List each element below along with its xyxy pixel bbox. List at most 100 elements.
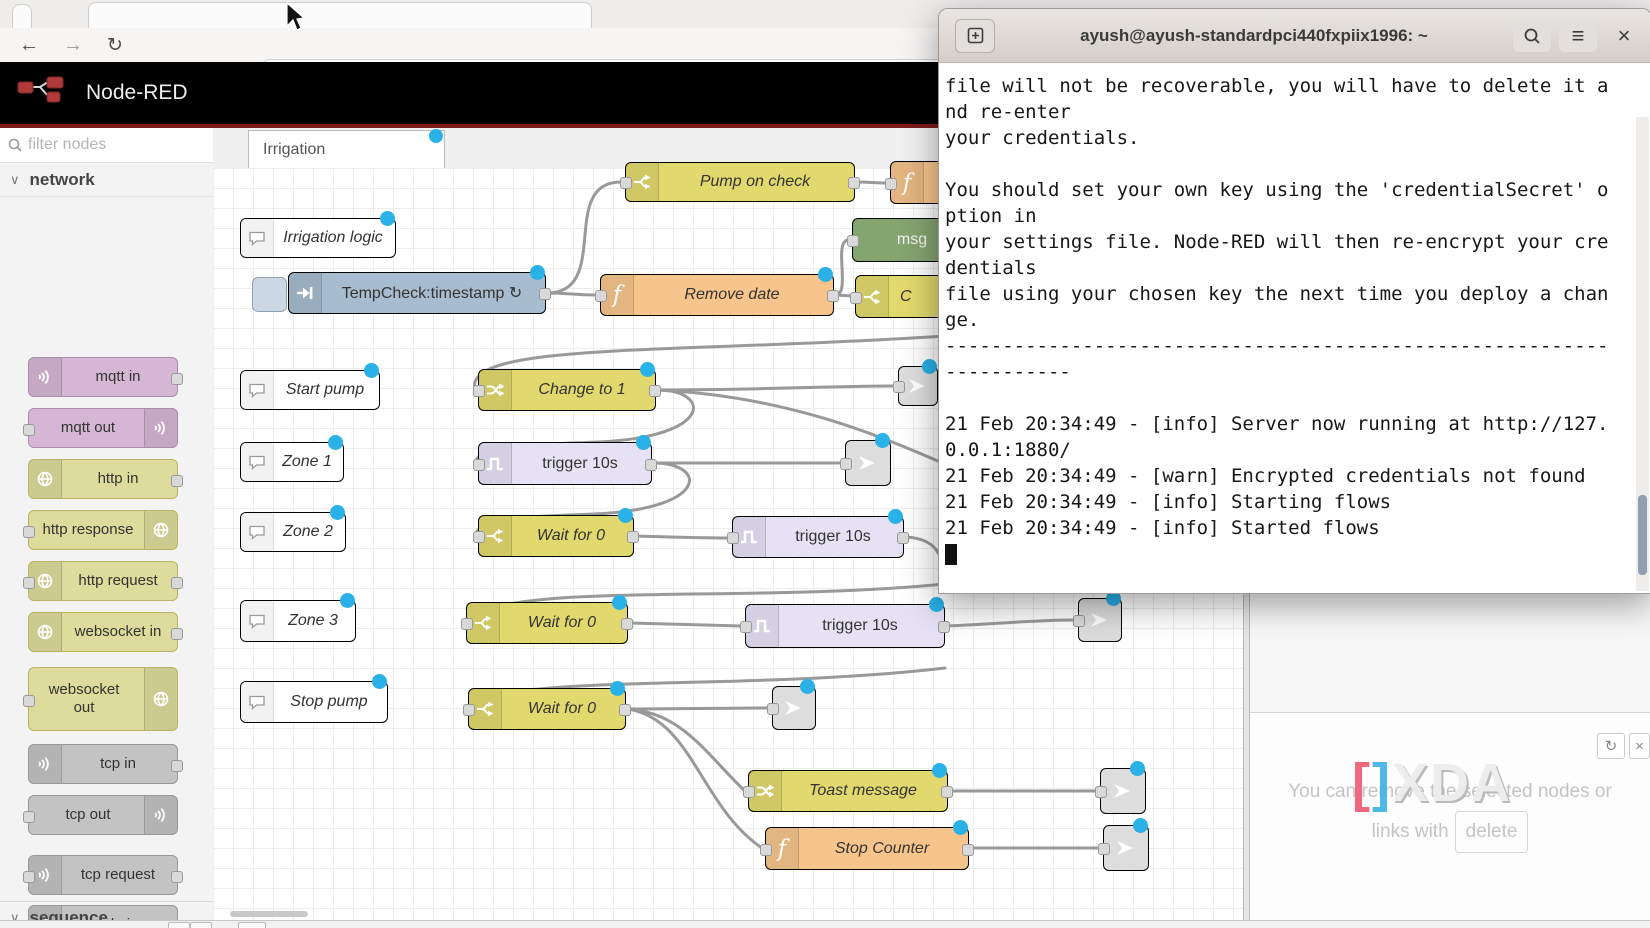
flow-node-wait-for-0-b[interactable]: Wait for 0: [461, 595, 633, 644]
palette-node-websocket-in[interactable]: websocket in: [28, 612, 183, 652]
input-port[interactable]: [463, 704, 475, 716]
input-port[interactable]: [620, 177, 632, 189]
right-port[interactable]: [171, 760, 183, 772]
terminal-body[interactable]: file will not be recoverable, you will h…: [939, 63, 1650, 593]
flow-node-change-to-1[interactable]: Change to 1: [473, 362, 661, 411]
terminal-window[interactable]: ayush@ayush-standardpci440fxpiix1996: ~ …: [938, 8, 1650, 594]
palette-node-http-in[interactable]: http in: [28, 459, 183, 499]
output-port[interactable]: [827, 290, 839, 302]
tab-irrigation[interactable]: Irrigation: [248, 129, 445, 169]
refresh-button[interactable]: ↻: [1597, 733, 1625, 759]
flow-node-toast-message[interactable]: Toast message: [743, 763, 953, 812]
flow-node-stop-pump[interactable]: Stop pump: [240, 674, 388, 723]
output-port[interactable]: [938, 621, 950, 633]
flow-node-wait-for-0-c[interactable]: Wait for 0: [463, 681, 631, 730]
inject-button[interactable]: [252, 277, 287, 312]
category-network[interactable]: ∨ network: [0, 163, 213, 197]
input-port[interactable]: [767, 703, 779, 715]
output-port[interactable]: [621, 618, 633, 630]
close-panel-button[interactable]: ×: [1629, 733, 1650, 759]
left-port[interactable]: [23, 811, 35, 823]
palette-node-mqtt-in[interactable]: mqtt in: [28, 357, 183, 397]
back-button[interactable]: ←: [19, 33, 39, 56]
flow-node-zone-1[interactable]: Zone 1: [240, 435, 344, 482]
flow-node-trigger-10s-3[interactable]: trigger 10s: [740, 597, 950, 648]
output-port[interactable]: [645, 458, 657, 471]
footer-button[interactable]: [168, 922, 190, 928]
input-port[interactable]: [840, 458, 852, 470]
flow-node-tempcheck-inject[interactable]: TempCheck:timestamp ↻: [252, 265, 551, 314]
output-port[interactable]: [848, 177, 860, 189]
flow-node-link-b[interactable]: [840, 433, 891, 486]
input-port[interactable]: [595, 290, 607, 302]
reload-button[interactable]: ↻: [107, 34, 123, 56]
horizontal-scrollbar[interactable]: [230, 911, 308, 917]
terminal-scrollbar[interactable]: [1636, 117, 1649, 591]
flow-node-link-e[interactable]: [1095, 761, 1146, 814]
palette-node-tcp-request[interactable]: tcp request: [23, 855, 183, 895]
palette-node-tcp-out[interactable]: tcp out: [23, 795, 178, 835]
input-port[interactable]: [473, 531, 485, 543]
output-port[interactable]: [962, 843, 974, 856]
terminal-menu-button[interactable]: ≡: [1559, 19, 1597, 52]
input-port[interactable]: [727, 532, 739, 544]
forward-button[interactable]: →: [63, 33, 83, 56]
right-port[interactable]: [171, 871, 183, 883]
left-port[interactable]: [23, 577, 35, 589]
flow-node-pump-on-check[interactable]: Pump on check: [620, 162, 860, 202]
right-port[interactable]: [171, 475, 183, 487]
output-port[interactable]: [627, 531, 639, 543]
input-port[interactable]: [760, 843, 772, 856]
palette-node-tcp-in[interactable]: tcp in: [28, 744, 183, 784]
left-port[interactable]: [23, 424, 35, 436]
input-port[interactable]: [1073, 615, 1085, 627]
palette-node-http-request[interactable]: http request: [23, 561, 183, 601]
right-port[interactable]: [171, 577, 183, 589]
palette-node-http-response[interactable]: http response: [23, 510, 178, 550]
left-port[interactable]: [23, 526, 35, 538]
input-port[interactable]: [850, 291, 862, 304]
output-port[interactable]: [619, 704, 631, 716]
new-tab-button[interactable]: [955, 18, 995, 53]
flow-node-irrigation-logic[interactable]: Irrigation logic: [240, 211, 396, 258]
terminal-close-button[interactable]: ×: [1617, 22, 1631, 48]
input-port[interactable]: [473, 385, 485, 397]
footer-button[interactable]: [190, 922, 212, 928]
flow-node-start-pump[interactable]: Start pump: [240, 363, 380, 410]
palette-node-mqtt-out[interactable]: mqtt out: [23, 408, 178, 448]
right-port[interactable]: [171, 373, 183, 385]
input-port[interactable]: [461, 618, 473, 630]
flow-node-zone-2[interactable]: Zone 2: [240, 505, 346, 552]
right-port[interactable]: [171, 628, 183, 640]
filter-nodes-input[interactable]: filter nodes: [0, 128, 213, 163]
input-port[interactable]: [743, 786, 755, 798]
terminal-titlebar[interactable]: ayush@ayush-standardpci440fxpiix1996: ~ …: [939, 9, 1650, 63]
output-port[interactable]: [897, 532, 909, 544]
browser-tab-active[interactable]: [88, 2, 592, 29]
flow-node-zone-3[interactable]: Zone 3: [240, 593, 356, 642]
flow-node-link-c[interactable]: [1073, 591, 1122, 642]
input-port[interactable]: [893, 381, 905, 393]
browser-tab-partial[interactable]: [12, 4, 32, 29]
left-port[interactable]: [23, 871, 35, 883]
terminal-search-button[interactable]: [1513, 19, 1551, 52]
flow-node-link-f[interactable]: [1098, 818, 1149, 871]
input-port[interactable]: [1095, 786, 1107, 798]
output-port[interactable]: [941, 786, 953, 798]
flow-node-link-a[interactable]: [893, 359, 938, 406]
footer-button[interactable]: [238, 922, 266, 928]
flow-node-wait-for-0-a[interactable]: Wait for 0: [473, 508, 639, 557]
input-port[interactable]: [473, 458, 485, 471]
flow-node-link-d[interactable]: [767, 679, 816, 730]
input-port[interactable]: [885, 177, 897, 190]
terminal-scroll-thumb[interactable]: [1638, 495, 1647, 575]
input-port[interactable]: [847, 235, 859, 247]
input-port[interactable]: [1098, 843, 1110, 855]
output-port[interactable]: [649, 385, 661, 397]
flow-node-trigger-10s-2[interactable]: trigger 10s: [727, 509, 909, 558]
left-port[interactable]: [23, 695, 35, 707]
flow-node-trigger-10s-1[interactable]: trigger 10s: [473, 435, 657, 485]
palette-node-websocket-out[interactable]: websocket out: [23, 667, 178, 731]
